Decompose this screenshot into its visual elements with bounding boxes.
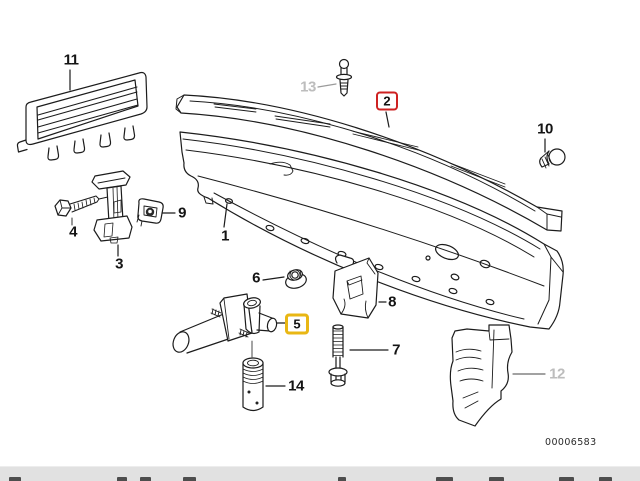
clipped-text-remnant <box>559 477 574 481</box>
leader-13 <box>317 83 337 88</box>
part-label-13[interactable]: 13 <box>300 78 316 96</box>
part-label-9[interactable]: 9 <box>178 204 186 222</box>
leader-1 <box>223 203 228 228</box>
part-5-shock-absorber <box>172 293 278 358</box>
clipped-text-remnant <box>9 477 21 481</box>
part-4-screw <box>54 195 100 217</box>
leader-6 <box>262 276 285 281</box>
clipped-text-remnant <box>183 477 196 481</box>
part-8-bracket <box>332 254 379 319</box>
bottom-toolbar-clipped[interactable] <box>0 466 640 481</box>
diagram-line-art <box>16 58 566 427</box>
part-label-14[interactable]: 14 <box>288 377 304 395</box>
diagram-plate-number: 00006583 <box>545 437 597 448</box>
part-label-8[interactable]: 8 <box>388 293 396 311</box>
part-10-bolt <box>539 148 566 169</box>
part-label-10[interactable]: 10 <box>537 120 553 138</box>
part-label-11[interactable]: 11 <box>63 51 79 69</box>
part-7-long-bolt <box>328 324 348 387</box>
part-label-12[interactable]: 12 <box>549 365 565 383</box>
part-14-sleeve <box>242 357 264 412</box>
clipped-text-remnant <box>338 477 346 481</box>
clipped-text-remnant <box>489 477 504 481</box>
clipped-text-remnant <box>117 477 127 481</box>
part-12-guide-bracket <box>449 324 513 427</box>
part-label-1[interactable]: 1 <box>221 227 229 245</box>
part-label-2-highlighted[interactable]: 2 <box>376 91 398 111</box>
part-label-5-highlighted[interactable]: 5 <box>285 313 309 335</box>
part-label-7[interactable]: 7 <box>392 341 400 359</box>
part-13-rivet <box>335 58 353 97</box>
part-11-grille <box>16 71 148 161</box>
part-9-clip-nut <box>136 198 164 227</box>
clipped-text-remnant <box>436 477 453 481</box>
part-label-6[interactable]: 6 <box>252 269 260 287</box>
part-label-3[interactable]: 3 <box>115 255 123 273</box>
clipped-text-remnant <box>599 477 612 481</box>
part-2-bumper-strip <box>175 94 563 232</box>
part-6-flange-nut <box>285 269 307 289</box>
part-label-4[interactable]: 4 <box>69 223 77 241</box>
part-3-bracket <box>91 170 133 244</box>
leader-2 <box>385 111 390 128</box>
clipped-text-remnant <box>140 477 151 481</box>
